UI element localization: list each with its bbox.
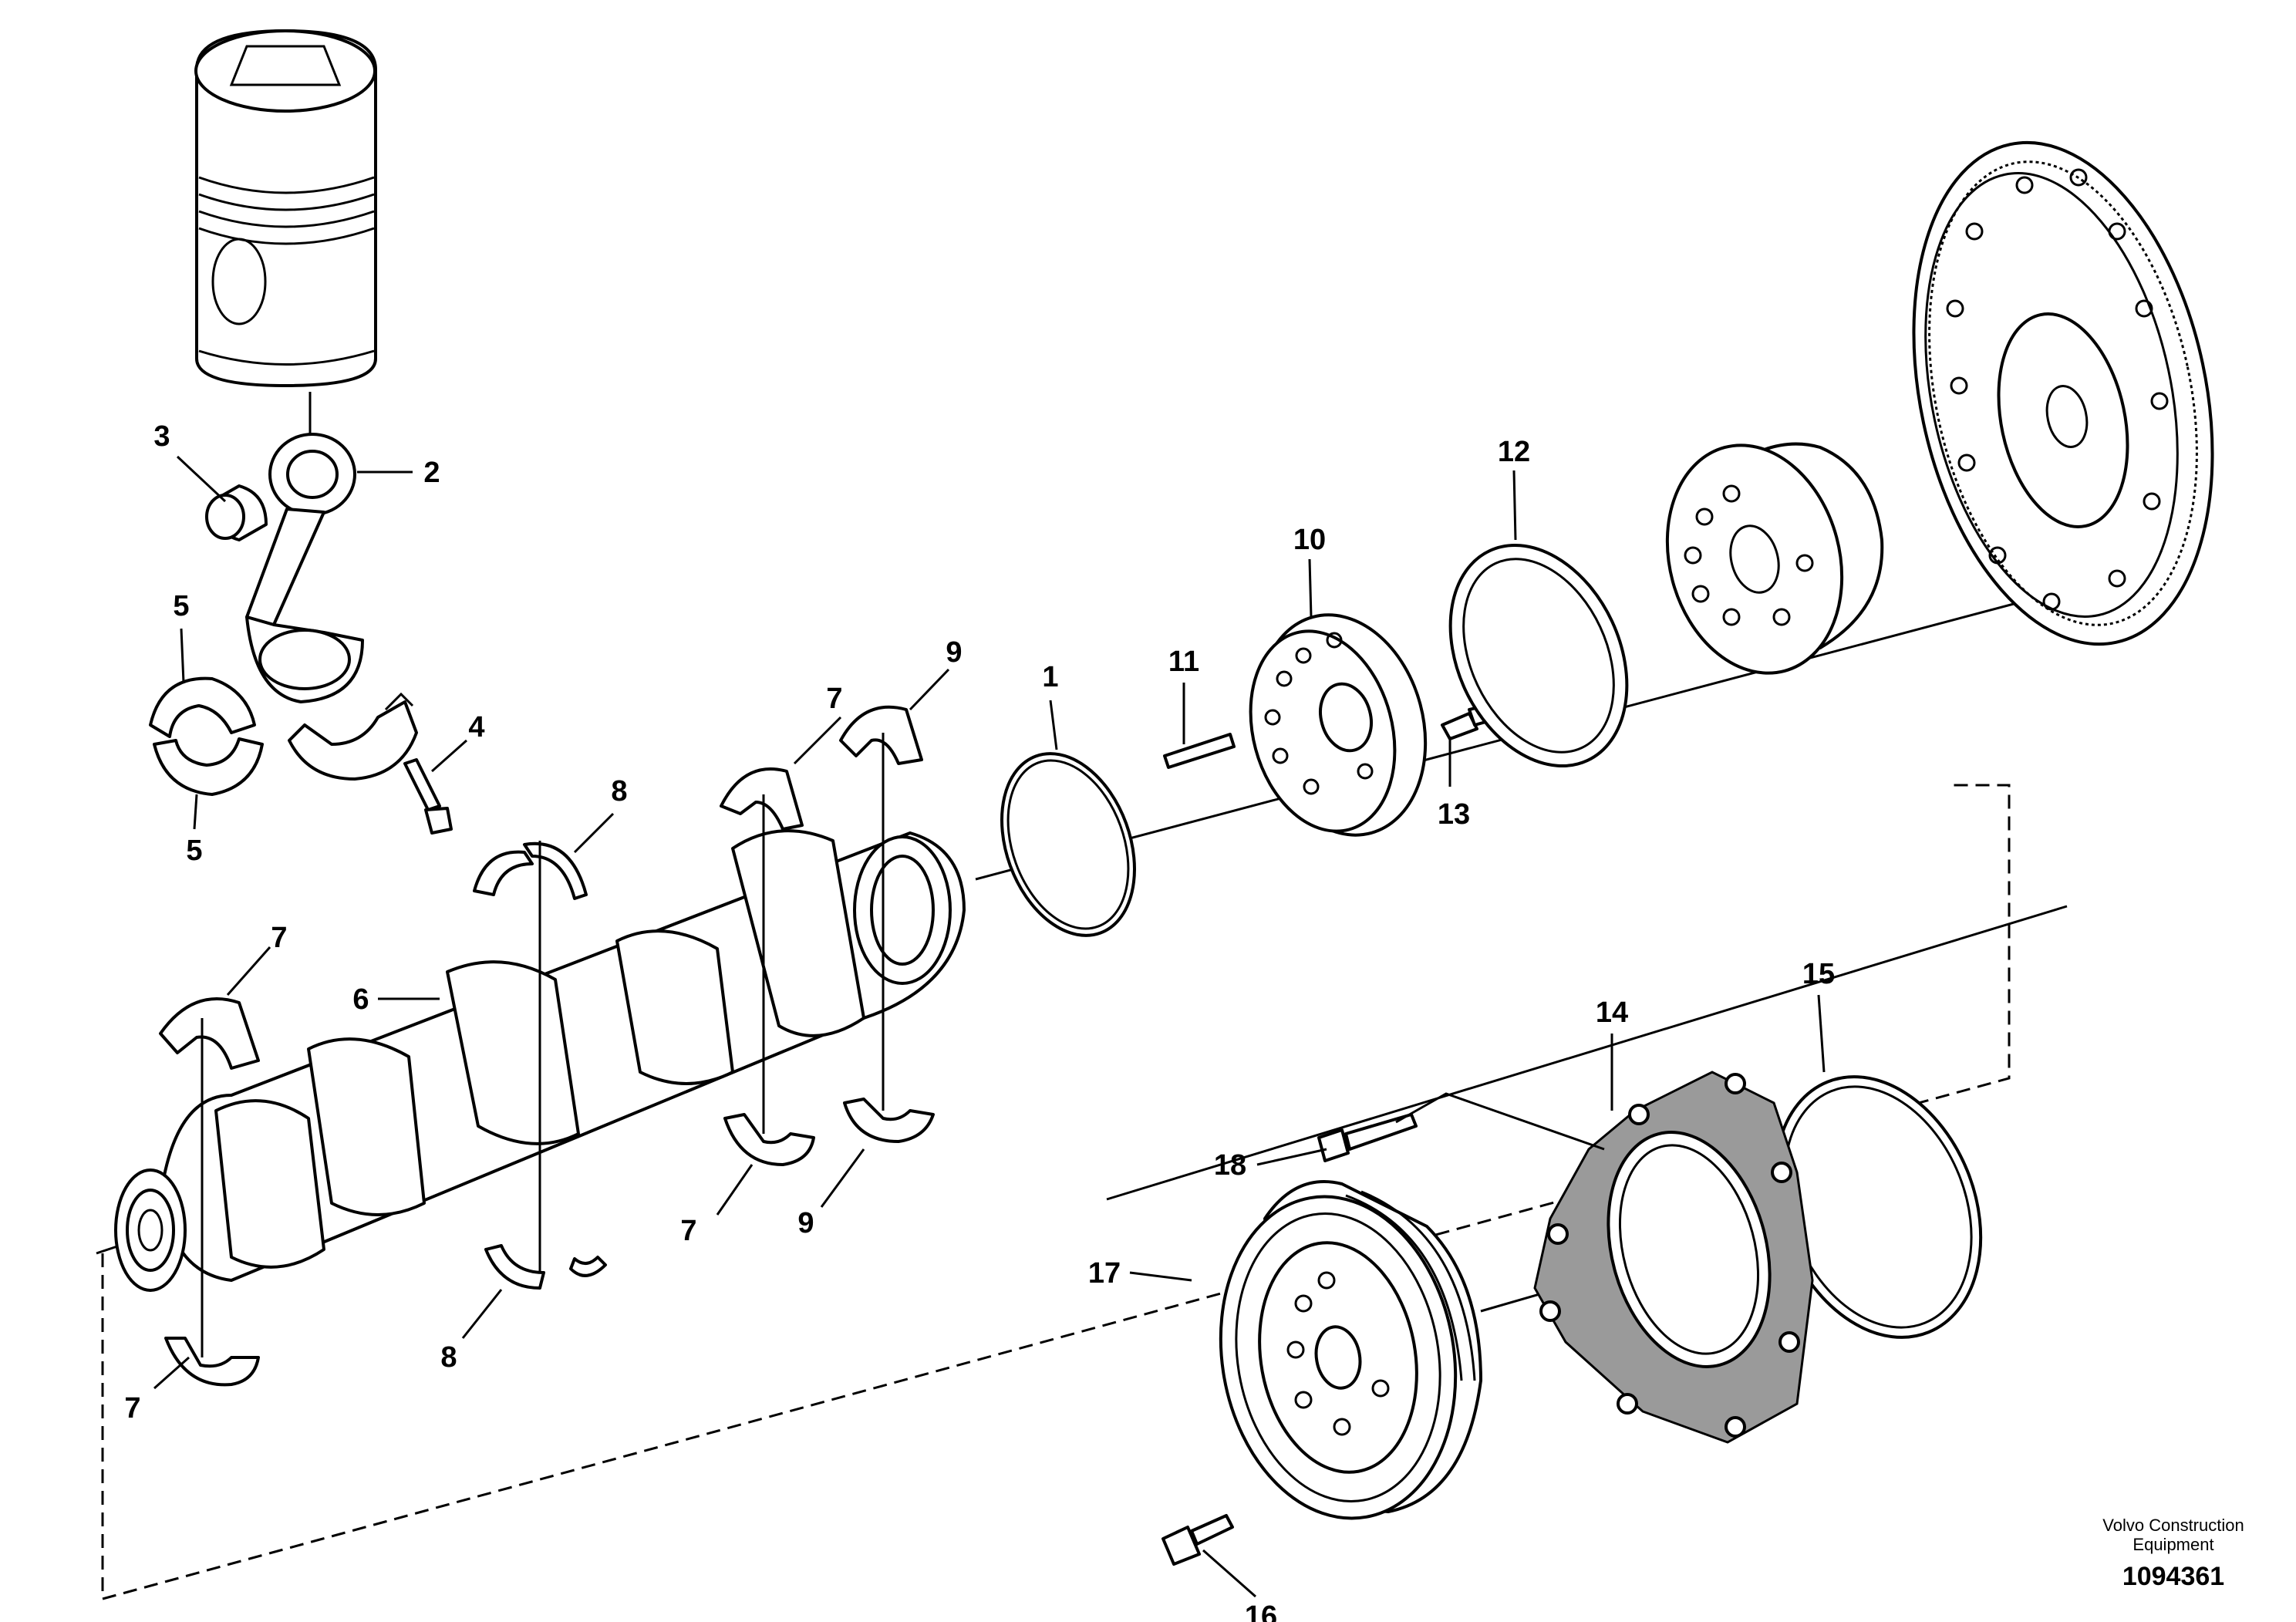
callout-8a: 8 <box>611 775 627 808</box>
o-ring <box>1000 752 1136 937</box>
flange-bearing-upper <box>839 705 923 765</box>
callout-11: 11 <box>1168 646 1199 678</box>
callout-10: 10 <box>1293 524 1326 556</box>
callout-6: 6 <box>352 983 369 1016</box>
callout-16: 16 <box>1245 1600 1277 1622</box>
callout-7a: 7 <box>271 922 287 954</box>
leader-1 <box>1049 700 1058 750</box>
thrust-washer-upper <box>473 841 588 900</box>
leader-16 <box>1202 1549 1256 1598</box>
callout-5a: 5 <box>173 590 189 622</box>
thrust-washer-lower <box>484 1244 607 1290</box>
connecting-rod-cap <box>288 692 418 781</box>
assembly-boundary-dashed <box>101 784 2011 1600</box>
pulley-screw <box>1161 1514 1234 1566</box>
leader-17 <box>1129 1271 1192 1282</box>
callout-13: 13 <box>1438 798 1470 831</box>
cover-flange-screw <box>1317 1113 1418 1162</box>
crankshaft-hub <box>1249 613 1428 837</box>
leader-7a <box>226 946 271 996</box>
callout-2: 2 <box>423 457 440 489</box>
leader-5b <box>193 794 198 830</box>
guide-pin <box>1163 733 1236 769</box>
big-end-bearing-upper <box>149 676 256 738</box>
leader-8b <box>461 1289 503 1339</box>
leader-7c <box>793 716 842 765</box>
connecting-rod <box>245 433 364 703</box>
main-bearing-shell-lower-left <box>164 1337 260 1387</box>
callout-4: 4 <box>468 711 484 744</box>
callout-17: 17 <box>1088 1257 1121 1290</box>
callout-9b: 9 <box>797 1207 814 1239</box>
main-bearing-shell-lower-middle <box>723 1113 815 1166</box>
crankshaft-rear-cover <box>1533 1071 1814 1444</box>
leader-14-link <box>1395 1092 1605 1151</box>
leader-9b <box>820 1148 865 1208</box>
callout-5b: 5 <box>186 835 202 867</box>
callout-8b: 8 <box>440 1341 457 1374</box>
leader-3 <box>176 455 227 503</box>
leader-10 <box>1308 558 1313 618</box>
callout-1: 1 <box>1042 661 1058 693</box>
callout-7d: 7 <box>680 1215 696 1247</box>
leader-7b <box>153 1356 190 1390</box>
callout-12: 12 <box>1498 436 1530 468</box>
callout-3: 3 <box>153 420 170 453</box>
leader-8a <box>573 812 615 854</box>
rear-axis-line <box>1106 905 2068 1201</box>
crankshaft-belt-pulley <box>1219 1180 1482 1520</box>
brand-line-2: Equipment <box>2132 1535 2213 1554</box>
leader-5a <box>180 628 185 683</box>
document-number: 1094361 <box>2122 1562 2224 1591</box>
flywheel <box>1912 140 2214 646</box>
flange-bearing-lower <box>843 1098 935 1143</box>
vibration-damper <box>1665 442 1884 675</box>
connecting-rod-bolt <box>403 758 453 835</box>
leader-12 <box>1512 470 1517 541</box>
callout-9a: 9 <box>946 636 962 669</box>
callout-18: 18 <box>1214 1149 1246 1182</box>
callout-14: 14 <box>1596 996 1628 1029</box>
callout-7c: 7 <box>826 683 842 715</box>
piston <box>194 29 377 387</box>
callout-7b: 7 <box>124 1392 140 1425</box>
leader-4 <box>431 739 467 773</box>
main-bearing-shell-upper-left <box>159 997 260 1070</box>
leader-7d <box>716 1164 754 1216</box>
leader-9a <box>909 668 950 711</box>
crankshaft-seal-inner <box>1462 558 1615 754</box>
o-ring-inner <box>1006 759 1130 930</box>
leader-18 <box>1256 1148 1327 1166</box>
crankshaft-seal-outer <box>1448 543 1629 768</box>
piston-pin-bushing <box>205 484 268 541</box>
brand-line-1: Volvo Construction <box>2102 1516 2244 1535</box>
main-bearing-shell-upper-middle <box>720 767 804 831</box>
callout-15: 15 <box>1802 958 1835 990</box>
leader-15 <box>1817 994 1826 1073</box>
big-end-bearing-lower <box>153 737 264 796</box>
